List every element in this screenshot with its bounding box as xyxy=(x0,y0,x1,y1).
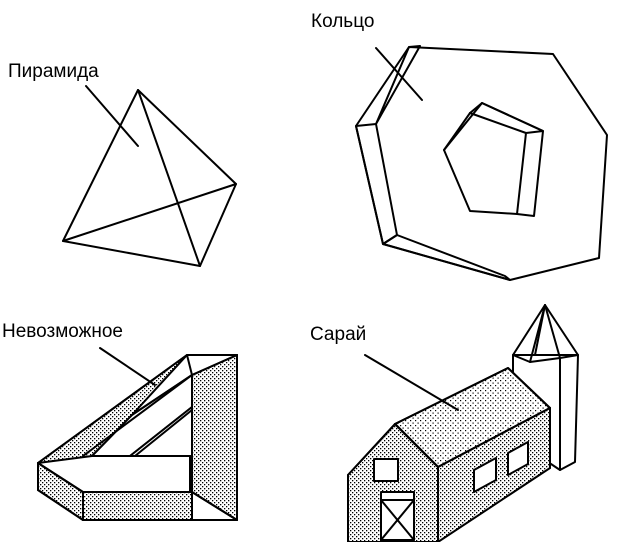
ring-leader-line xyxy=(375,47,423,101)
impossible-figure xyxy=(37,347,238,521)
pyramid-label: Пирамида xyxy=(8,61,99,82)
barn-figure xyxy=(347,304,579,542)
barn-leader-line xyxy=(364,354,459,411)
barn-label: Сарай xyxy=(310,324,367,345)
ring-figure xyxy=(355,45,608,281)
impossible-leader-line xyxy=(99,347,156,386)
impossible-label: Невозможное xyxy=(2,321,123,342)
pyramid-leader-line xyxy=(85,85,139,147)
pyramid-figure xyxy=(62,85,237,267)
ring-label: Кольцо xyxy=(311,11,375,32)
